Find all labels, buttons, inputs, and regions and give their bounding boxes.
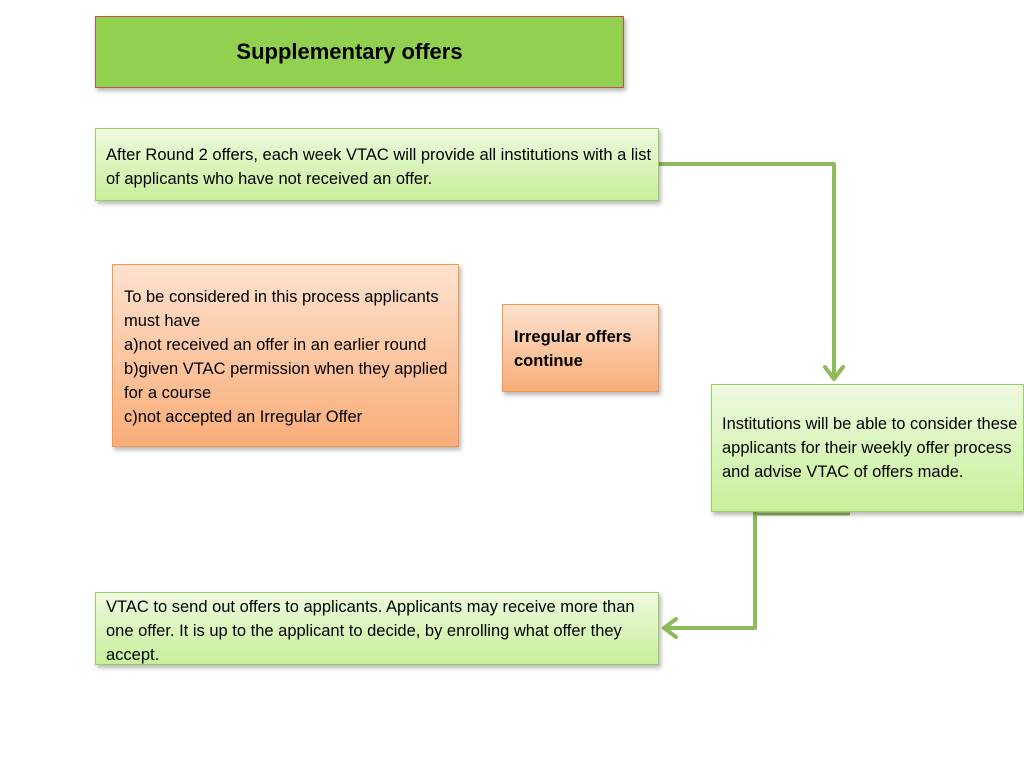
send-offers-box: VTAC to send out offers to applicants. A…	[95, 592, 659, 665]
criteria-line: To be considered in this process applica…	[124, 288, 439, 306]
institutions-line: Institutions will be able to consider th…	[722, 415, 1018, 433]
arrowhead-left	[662, 617, 678, 639]
irregular-line: Irregular offers	[514, 328, 632, 346]
connector-institutions-to-send	[666, 512, 757, 630]
send-offers-line: one offer. It is up to the applicant to …	[106, 622, 622, 640]
institutions-box: Institutions will be able to consider th…	[711, 384, 1024, 512]
send-offers-line: VTAC to send out offers to applicants. A…	[106, 598, 635, 616]
round2-line: of applicants who have not received an o…	[106, 170, 433, 188]
criteria-line: must have	[124, 312, 201, 330]
institutions-line: and advise VTAC of offers made.	[722, 463, 964, 481]
round2-box: After Round 2 offers, each week VTAC wil…	[95, 128, 659, 201]
criteria-box: To be considered in this process applica…	[112, 264, 459, 447]
criteria-line: a)not received an offer in an earlier ro…	[124, 336, 427, 354]
irregular-offers-box: Irregular offers continue	[502, 304, 659, 392]
criteria-line: for a course	[124, 384, 212, 402]
criteria-line: b)given VTAC permission when they applie…	[124, 360, 448, 378]
criteria-line: c)not accepted an Irregular Offer	[124, 408, 363, 426]
irregular-line: continue	[514, 352, 583, 370]
round2-line: After Round 2 offers, each week VTAC wil…	[106, 146, 652, 164]
title-box: Supplementary offers	[95, 16, 624, 88]
send-offers-line: accept.	[106, 646, 160, 664]
arrowhead-down	[823, 365, 845, 381]
connector-round2-to-institutions	[659, 162, 836, 377]
institutions-line: applicants for their weekly offer proces…	[722, 439, 1012, 457]
diagram-title: Supplementary offers	[236, 39, 463, 64]
